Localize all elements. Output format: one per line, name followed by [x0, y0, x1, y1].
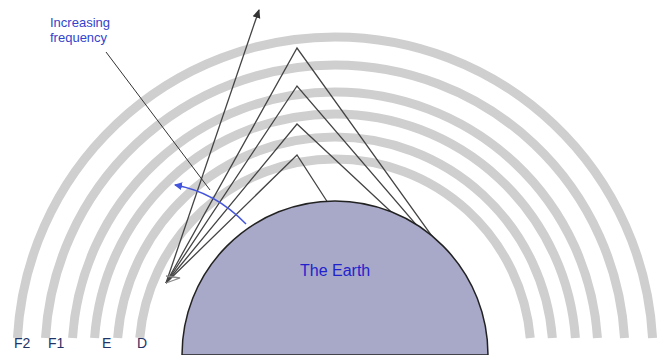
- earth-shape: The Earth: [181, 200, 489, 355]
- frequency-arrow: [175, 185, 246, 224]
- layer-name: E: [102, 335, 111, 351]
- callout-note: Increasing frequency: [50, 16, 130, 46]
- layer-name: F2: [14, 335, 30, 351]
- leader-line: [106, 52, 210, 190]
- layer-name: F1: [48, 335, 64, 351]
- earth-label: The Earth: [300, 262, 370, 280]
- layer-name: D: [137, 335, 147, 351]
